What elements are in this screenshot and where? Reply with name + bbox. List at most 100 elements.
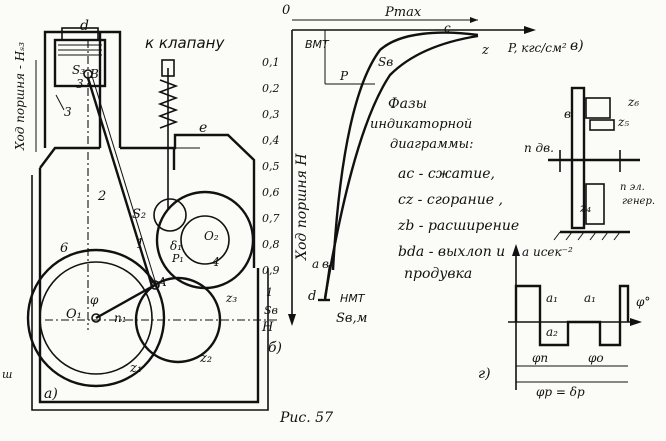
tick-0.8: 0,8 (262, 238, 280, 251)
dim-e-label: e (199, 120, 207, 136)
label-O2: O₂ (204, 229, 219, 243)
gear-z3 (155, 190, 255, 290)
tick-0.9: 0,9 (262, 264, 280, 277)
nmt-label: НМТ (340, 292, 366, 305)
dim-d-label: d (80, 18, 89, 34)
phi-axis-label: φ° (636, 295, 650, 309)
figure-caption: Рис. 57 (279, 410, 333, 426)
label-S2: S₂ (132, 207, 146, 222)
label-b: в (564, 107, 571, 121)
valve-spring (157, 79, 179, 129)
label-gener: генер. (622, 196, 655, 207)
label-O1: O₁ (66, 307, 82, 322)
label-z1: z₁ (129, 361, 142, 376)
label-phi: φ (90, 293, 99, 307)
point-d: d (308, 289, 316, 304)
label-P1: P₁ (171, 252, 184, 265)
phases-title-3: диаграммы: (390, 137, 474, 152)
label-z5: z₅ (617, 115, 629, 129)
gearbox-body (570, 86, 586, 230)
follower-roller (153, 198, 187, 232)
label-a2: a₂ (546, 325, 558, 339)
phases-title-1: Фазы (388, 96, 427, 112)
a-axis-label: a исек⁻² (522, 245, 573, 259)
piston (53, 38, 107, 88)
tick-0.7: 0,7 (262, 212, 280, 225)
crank-1 (95, 283, 156, 320)
s-axis-label: Sв,м (336, 311, 367, 326)
p-label: P (339, 69, 349, 83)
pmax-label: Pmax (384, 5, 422, 20)
label-phi-o: φо (588, 351, 604, 365)
label-2: 2 (97, 189, 106, 204)
cam-4 (180, 215, 230, 265)
engine-housing (38, 30, 260, 404)
origin-label: 0 (282, 3, 290, 18)
label-z6: z₆ (627, 95, 639, 109)
tick-0.5: 0,5 (262, 160, 280, 173)
tick-0.3: 0,3 (262, 108, 280, 121)
to-valve-label: к клапану (145, 34, 225, 52)
label-a1-left: a₁ (546, 291, 558, 305)
accel-profile (514, 284, 630, 347)
phase-scavenging: продувка (404, 266, 472, 282)
label-n-dv: n дв. (524, 141, 554, 155)
point-c: c (444, 21, 451, 35)
label-4: 4 (211, 255, 220, 269)
label-3: 3 (76, 77, 84, 91)
label-H: H (261, 320, 274, 335)
point-a: a (312, 257, 319, 271)
label-n-el: n эл. (620, 182, 645, 193)
point-z: z (481, 43, 489, 58)
p-axis-label: P, кгс/см² (507, 41, 567, 55)
tick-0.6: 0,6 (262, 186, 280, 199)
gear-z2 (134, 276, 222, 364)
indicator-diagram: 0,1 0,2 0,3 0,4 0,5 0,6 0,7 0,8 0,9 1 Sв… (262, 3, 584, 356)
label-a1-right: a₁ (584, 291, 596, 305)
piston-stroke-label: Ход поршня - Нₛ₃ (13, 42, 27, 151)
panel-v-label: в) (570, 38, 584, 54)
label-z4: z₄ (579, 201, 591, 215)
phase-exhaust: bda - выхлоп и (398, 244, 505, 260)
label-S3: S₃ (72, 63, 85, 77)
gear-6 (26, 248, 166, 388)
sb-label: Sв (378, 55, 393, 69)
phase-expansion: zb - расширение (397, 218, 519, 234)
panel-b-label: б) (268, 340, 282, 356)
label-phi-p: φп (532, 351, 548, 365)
phases-title-2: индикаторной (370, 117, 472, 132)
label-n1: n₁ (114, 311, 127, 325)
compression-curve (323, 34, 479, 299)
tick-sb: Sв (264, 304, 278, 317)
phases-legend: Фазы индикаторной диаграммы: ac - сжатие… (370, 96, 519, 282)
label-z2: z₂ (199, 351, 212, 366)
point-A (150, 280, 160, 290)
point-b: в (322, 257, 329, 271)
panel-a-label: а) (44, 386, 58, 402)
vmt-label: ВМТ (305, 38, 330, 51)
panel-g-label: г) (478, 366, 491, 382)
tick-0.2: 0,2 (262, 82, 280, 95)
s-axis-ticks: 0,1 0,2 0,3 0,4 0,5 0,6 0,7 0,8 0,9 1 Sв (262, 56, 280, 317)
mechanism-diagram: d Ход поршня - Нₛ₃ e к клапану S₃ 3 (2, 18, 280, 411)
stroke-axis-title: Ход поршня Н (294, 153, 310, 261)
label-1: 1 (136, 237, 144, 252)
tick-0.1: 0,1 (262, 56, 280, 69)
tick-0.4: 0,4 (262, 134, 280, 147)
expansion-curve (331, 31, 479, 271)
label-3-base: 3 (64, 105, 72, 119)
corner-mark: ш (2, 368, 12, 381)
label-phi-total: φр = δр (536, 385, 585, 399)
acceleration-diagram: a исек⁻² a₁ a₁ a₂ φ° φп φо φр = δр г) (478, 244, 650, 399)
label-B: B (89, 67, 99, 81)
connecting-rod (86, 77, 154, 287)
tick-1: 1 (266, 286, 273, 299)
point-O1 (91, 313, 101, 323)
label-6: 6 (60, 241, 68, 256)
phase-compression: ac - сжатие, (398, 166, 495, 182)
label-A: A (157, 275, 167, 289)
label-z3: z₃ (225, 291, 237, 305)
phase-combustion: cz - сгорание , (398, 192, 503, 208)
label-delta1: δ₁ (170, 239, 182, 253)
